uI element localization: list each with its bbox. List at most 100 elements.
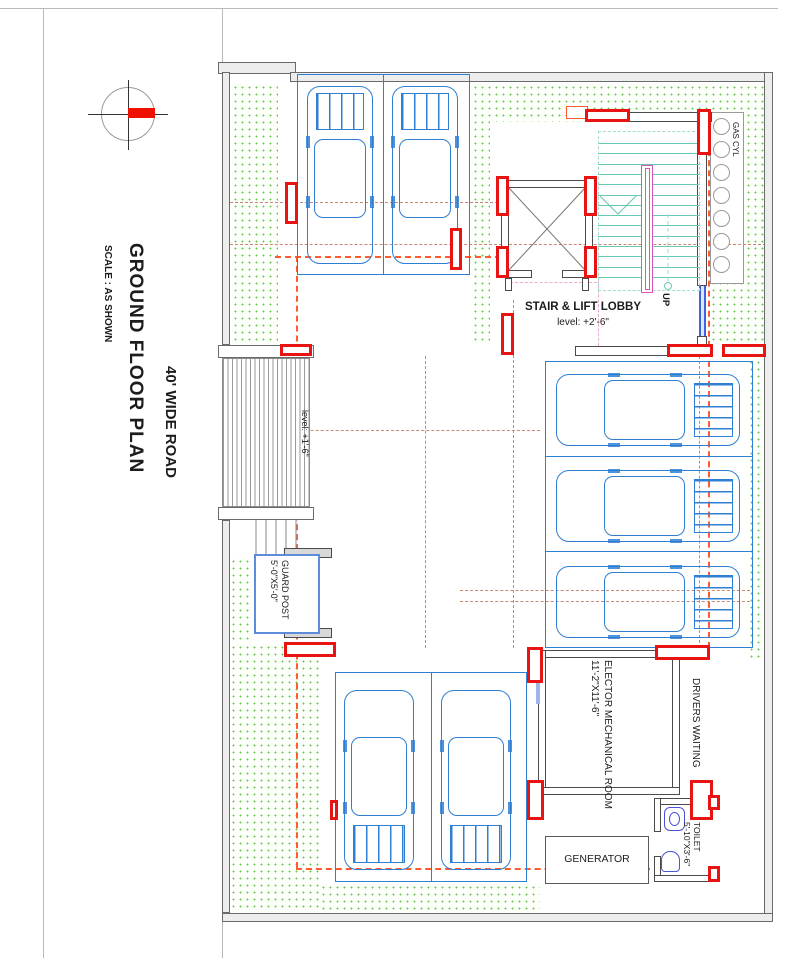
grid-dash-line: [230, 202, 498, 203]
column-icon: [527, 647, 543, 683]
car-icon: [343, 690, 415, 870]
car-body: [556, 470, 740, 542]
column-icon: [708, 866, 720, 882]
car-wheel: [607, 635, 620, 639]
landscape-strip-west: [232, 84, 278, 345]
gas-cylinder-icon: [713, 118, 730, 135]
car-cabin: [603, 476, 685, 536]
boundary-wall-west-lower: [222, 520, 230, 913]
mech-room-wall-right: [672, 658, 680, 795]
gas-cylinder-icon: [713, 187, 730, 204]
car-wheel: [411, 801, 415, 814]
car-wheel: [306, 135, 310, 148]
gas-cylinder-icon: [713, 256, 730, 273]
drawing-title: GROUND FLOOR PLAN: [125, 243, 146, 474]
car-wheel: [455, 135, 459, 148]
column-icon: [285, 182, 298, 224]
car-wheel: [607, 565, 620, 569]
car-trunk-grid: [315, 93, 365, 131]
car-body: [344, 690, 414, 870]
column-icon: [330, 800, 338, 820]
car-wheel: [455, 196, 459, 209]
mech-room-door: [536, 678, 540, 704]
car-body: [441, 690, 511, 870]
car-trunk-grid: [400, 93, 450, 131]
layout-dash-line: [505, 282, 597, 283]
ramp-level-label: level: +1'-6": [300, 410, 310, 457]
car-icon: [391, 86, 459, 264]
car-cabin: [603, 572, 685, 632]
grid-dash-line: [460, 590, 750, 591]
landscape-strip-south: [320, 884, 540, 912]
column-icon: [527, 780, 544, 820]
stair-lobby-label: STAIR & LIFT LOBBY: [524, 301, 642, 313]
stair-tread: [598, 153, 700, 155]
sheet-border-top: [0, 8, 778, 9]
column-icon: [496, 176, 509, 216]
car-body: [556, 566, 740, 638]
drive-path-dash: [275, 256, 501, 258]
car-wheel: [306, 196, 310, 209]
stall-divider: [545, 456, 753, 458]
generator-label: GENERATOR: [564, 853, 630, 865]
gas-cylinder-icon: [713, 210, 730, 227]
car-cabin: [603, 380, 685, 440]
north-marker: [128, 108, 155, 118]
car-wheel: [670, 635, 683, 639]
stair-up-label: UP: [660, 293, 671, 307]
grid-dash-line: [513, 300, 514, 648]
car-wheel: [370, 196, 374, 209]
stall-divider: [383, 74, 385, 275]
car-wheel: [391, 135, 395, 148]
column-icon: [450, 228, 462, 270]
stair-tread: [598, 143, 700, 144]
generator-pad: [545, 836, 649, 884]
column-icon: [496, 246, 509, 278]
landscape-area-southwest: [230, 644, 320, 912]
entry-ramp: [222, 358, 310, 507]
car-wheel: [670, 443, 683, 447]
boundary-wall-west-upper: [222, 72, 230, 345]
parking-stall-group: [545, 361, 753, 648]
car-wheel: [607, 539, 620, 543]
car-wheel: [411, 740, 415, 753]
gas-bay-label: GAS CYL: [731, 122, 740, 157]
car-cabin: [398, 139, 452, 218]
stair-rail-inner: [644, 168, 650, 290]
guard-post-room: [254, 554, 320, 634]
car-wheel: [508, 801, 512, 814]
car-body: [307, 86, 373, 264]
car-trunk-grid: [353, 825, 405, 863]
grid-dash-line: [460, 601, 750, 602]
car-cabin: [313, 139, 367, 218]
column-icon: [584, 246, 597, 278]
toilet-basin-icon: [661, 851, 680, 872]
gas-cylinder-icon: [713, 141, 730, 158]
drivers-waiting-label: DRIVERS WAITING: [690, 678, 701, 768]
layout-dash-line: [598, 280, 599, 346]
column-icon: [584, 176, 597, 216]
car-icon: [440, 690, 512, 870]
car-icon: [306, 86, 374, 264]
toilet-wall-left-upper: [654, 798, 661, 832]
stair-lobby-level-label: level: +2'-6": [557, 317, 609, 328]
car-icon: [556, 469, 740, 543]
column-icon: [708, 795, 720, 810]
car-trunk-grid: [450, 825, 502, 863]
column-icon: [667, 344, 713, 357]
stair-tread: [598, 163, 700, 165]
boundary-wall-south: [222, 913, 773, 922]
car-wheel: [607, 443, 620, 447]
car-trunk-grid: [694, 479, 733, 533]
grid-dash-line: [425, 356, 426, 648]
drawing-scale-note: SCALE : AS SHOWN: [102, 245, 113, 343]
car-wheel: [607, 373, 620, 377]
car-body: [556, 374, 740, 446]
car-wheel: [670, 469, 683, 473]
car-wheel: [440, 740, 444, 753]
lift-door-stub-right: [582, 278, 589, 291]
